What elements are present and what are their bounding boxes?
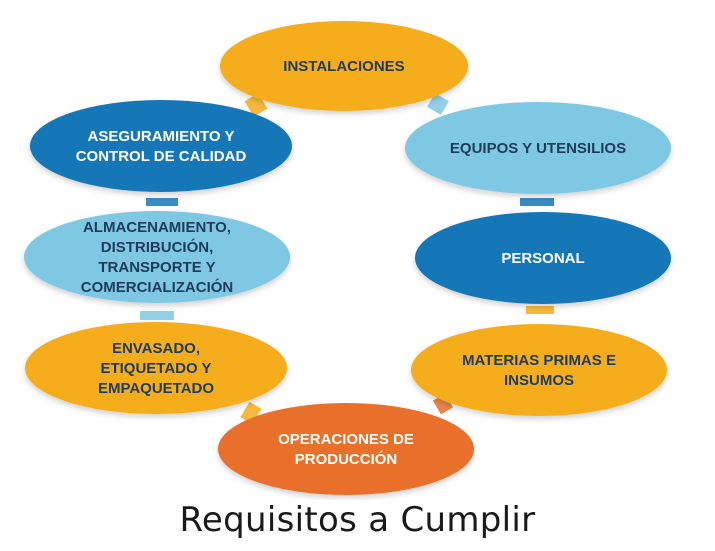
node-label-line: MATERIAS PRIMAS E (462, 352, 616, 369)
node-label-line: OPERACIONES DE (278, 431, 414, 448)
node-label-aseguramiento-y-control-de-calidad: ASEGURAMIENTO Y CONTROL DE CALIDAD (76, 128, 247, 165)
connector-envasado-etiquetado-y-empaquetado (140, 311, 174, 320)
connector-instalaciones (427, 93, 449, 115)
node-label-envasado-etiquetado-y-empaquetado: ENVASADO, ETIQUETADO Y EMPAQUETADO (98, 340, 214, 397)
node-label-line: ALMACENAMIENTO, (83, 219, 231, 236)
connector-operaciones-de-produccion (240, 401, 262, 425)
node-shape-personal (415, 212, 671, 304)
node-label-line: PRODUCCIÓN (295, 450, 398, 468)
node-label-equipos-y-utensilios: EQUIPOS Y UTENSILIOS (450, 140, 626, 157)
node-label-line: INSUMOS (504, 372, 574, 389)
node-label-line: INSTALACIONES (283, 58, 404, 75)
node-label-instalaciones: INSTALACIONES (283, 58, 404, 75)
diagram-title: Requisitos a Cumplir (179, 500, 536, 540)
node-envasado-etiquetado-y-empaquetado: ENVASADO, ETIQUETADO Y EMPAQUETADO (25, 322, 287, 414)
node-shape-equipos-y-utensilios (405, 102, 671, 194)
cycle-diagram: INSTALACIONES EQUIPOS Y UTENSILIOS PERSONA… (24, 21, 671, 495)
node-label-line: DISTRIBUCIÓN, (101, 238, 214, 256)
node-shape-operaciones-de-produccion (218, 403, 474, 495)
node-shape-aseguramiento-y-control-de-calidad (30, 100, 292, 192)
node-instalaciones: INSTALACIONES (220, 21, 468, 111)
node-label-almacenamiento-distribucion-transporte-y-comercializacion: ALMACENAMIENTO, DISTRIBUCIÓN, TRANSPORTE Y… (81, 219, 234, 296)
node-label-line: EQUIPOS Y UTENSILIOS (450, 140, 626, 157)
node-shape-materias-primas-e-insumos (411, 324, 667, 416)
node-label-personal: PERSONAL (501, 250, 584, 267)
node-materias-primas-e-insumos: MATERIAS PRIMAS E INSUMOS (411, 324, 667, 416)
node-label-line: COMERCIALIZACIÓN (81, 278, 234, 296)
connector-almacenamiento-distribucion-transporte-y-comercializacion (146, 198, 178, 206)
node-equipos-y-utensilios: EQUIPOS Y UTENSILIOS (405, 102, 671, 194)
node-label-line: ASEGURAMIENTO Y (88, 128, 235, 145)
node-label-line: ETIQUETADO Y (100, 360, 211, 377)
node-label-line: PERSONAL (501, 250, 584, 267)
connector-personal (526, 306, 554, 314)
connector-equipos-y-utensilios (520, 198, 554, 206)
node-label-operaciones-de-produccion: OPERACIONES DE PRODUCCIÓN (278, 431, 414, 468)
node-personal: PERSONAL (415, 212, 671, 304)
node-shape-envasado-etiquetado-y-empaquetado (25, 322, 287, 414)
node-shape-almacenamiento-distribucion-transporte-y-comercializacion (24, 211, 290, 303)
node-aseguramiento-y-control-de-calidad: ASEGURAMIENTO Y CONTROL DE CALIDAD (30, 100, 292, 192)
node-almacenamiento-distribucion-transporte-y-comercializacion: ALMACENAMIENTO, DISTRIBUCIÓN, TRANSPORTE Y… (24, 211, 290, 303)
node-label-line: TRANSPORTE Y (98, 259, 215, 276)
node-label-line: EMPAQUETADO (98, 380, 214, 397)
node-label-materias-primas-e-insumos: MATERIAS PRIMAS E INSUMOS (462, 352, 616, 389)
cycle-nodes: INSTALACIONES EQUIPOS Y UTENSILIOS PERSONA… (24, 21, 671, 495)
node-operaciones-de-produccion: OPERACIONES DE PRODUCCIÓN (218, 403, 474, 495)
node-label-line: ENVASADO, (112, 340, 200, 357)
node-label-line: CONTROL DE CALIDAD (76, 148, 247, 165)
node-shape-instalaciones (220, 21, 468, 111)
